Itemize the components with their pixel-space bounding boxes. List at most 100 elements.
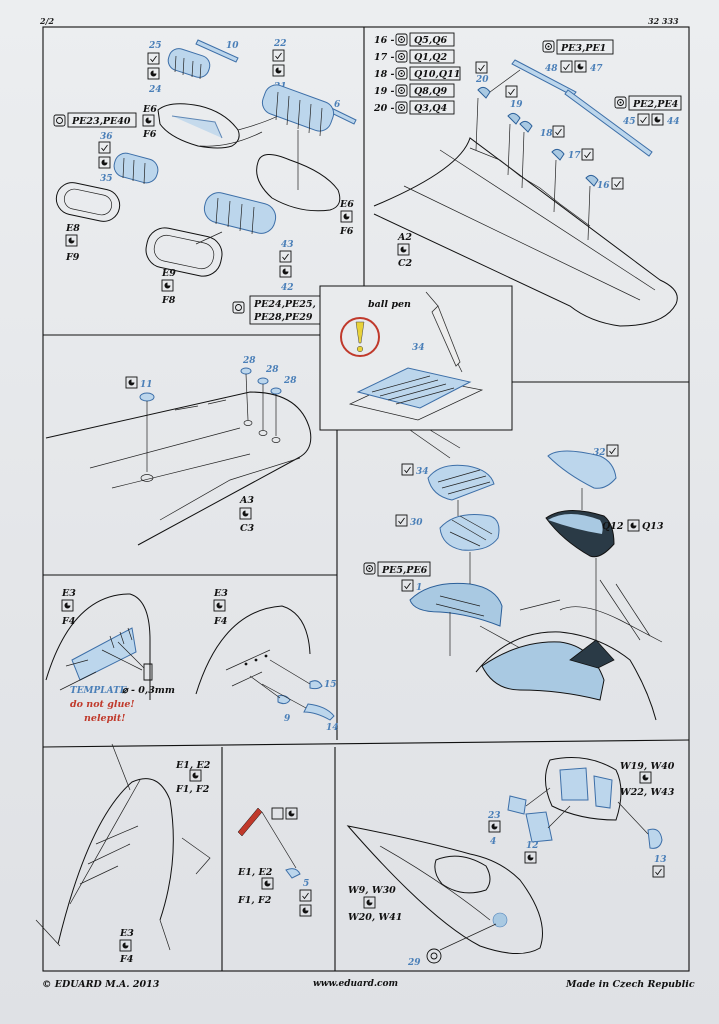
pe-panel-1 bbox=[409, 582, 503, 627]
sheet-frame bbox=[42, 26, 690, 972]
part-28-c: 28 bbox=[283, 376, 297, 386]
label-w19-w40: W19, W40 bbox=[620, 761, 675, 772]
ref-pe5-pe6: PE5,PE6 bbox=[381, 565, 428, 576]
pe-panel-32 bbox=[547, 450, 617, 489]
part-12: 12 bbox=[526, 841, 539, 851]
pe-part-14 bbox=[303, 703, 335, 721]
pe-part-9 bbox=[277, 695, 291, 705]
step-16: 16 - bbox=[374, 35, 395, 46]
part-10: 10 bbox=[226, 41, 239, 51]
part-24: 24 bbox=[148, 85, 162, 95]
label-a3: A3 bbox=[239, 495, 254, 506]
part-30: 30 bbox=[410, 518, 423, 528]
part-9: 9 bbox=[284, 714, 291, 724]
pe-strip-45 bbox=[564, 89, 653, 157]
label-e3-a: E3 bbox=[61, 588, 76, 599]
part-18: 18 bbox=[540, 129, 553, 139]
pe-grille-43 bbox=[203, 192, 277, 234]
drill-size-label: ⌀ - 0,3mm bbox=[122, 685, 175, 696]
part-42: 42 bbox=[281, 283, 294, 293]
label-e9: E9 bbox=[161, 268, 176, 279]
part-48: 48 bbox=[545, 64, 558, 74]
label-f1-f2-a: F1, F2 bbox=[175, 784, 210, 795]
ref-pe24-pe25: PE24,PE25, bbox=[253, 299, 316, 310]
ref-q10-q11: Q10,Q11 bbox=[414, 69, 460, 80]
wingtip-outline bbox=[346, 825, 543, 954]
section-intakes: 25 24 10 E6 F6 22 21 6 E6 F6 PE23,PE40 3… bbox=[53, 39, 357, 325]
label-q12: Q12 bbox=[602, 521, 624, 532]
label-e6-b: E6 bbox=[339, 199, 354, 210]
part-35: 35 bbox=[100, 174, 113, 184]
section-fin: E1, E2 F1, F2 E3 F4 E1, E2 F1, F2 5 bbox=[35, 743, 312, 965]
label-w22-w43: W22, W43 bbox=[620, 787, 675, 798]
label-f4-fin: F4 bbox=[119, 954, 133, 965]
pe-strip-48 bbox=[511, 59, 577, 97]
pe-grille-22 bbox=[261, 84, 335, 132]
section-template: E3 F4 TEMPLATE do not glue! nelepit! ⌀ -… bbox=[45, 588, 339, 733]
pe-panel-30 bbox=[439, 514, 500, 551]
intake-ring-e9 bbox=[145, 227, 223, 277]
step-20: 20 - bbox=[373, 103, 395, 114]
ref-q8-q9: Q8,Q9 bbox=[414, 86, 447, 97]
pe-disc-11 bbox=[139, 392, 155, 402]
pe-lens-23 bbox=[507, 795, 527, 815]
part-47: 47 bbox=[590, 64, 603, 74]
kit-number: 32 333 bbox=[648, 16, 679, 26]
label-e8: E8 bbox=[65, 223, 80, 234]
wing-leading-edge bbox=[373, 137, 678, 327]
part-28-b: 28 bbox=[265, 365, 279, 375]
fin-outline-b bbox=[195, 605, 311, 695]
pe-lens-13 bbox=[647, 828, 663, 849]
part-34: 34 bbox=[416, 467, 429, 477]
pe-bracket-18 bbox=[519, 120, 533, 133]
pe-ref-box-1 bbox=[67, 112, 137, 128]
pe-lens-12 bbox=[525, 811, 553, 843]
label-e1-e2-a: E1, E2 bbox=[175, 760, 211, 771]
part-1: 1 bbox=[416, 583, 422, 593]
label-c2: C2 bbox=[398, 258, 413, 269]
pe-part-15 bbox=[309, 680, 323, 690]
pe-bracket-16 bbox=[585, 174, 599, 187]
wingtip-light-housing bbox=[545, 757, 622, 821]
section-wing-upper: 11 28 28 28 A3 C3 bbox=[45, 356, 312, 546]
pe-template bbox=[71, 627, 137, 681]
intake-e6-f6 bbox=[157, 103, 240, 149]
pe-bracket-17 bbox=[551, 148, 565, 161]
nelepit-label: nelepit! bbox=[84, 713, 125, 724]
origin-label: Made in Czech Republic bbox=[566, 979, 695, 990]
label-q13: Q13 bbox=[642, 521, 664, 532]
label-w9-w30: W9, W30 bbox=[348, 885, 396, 896]
label-e3-b: E3 bbox=[213, 588, 228, 599]
label-f8: F8 bbox=[161, 295, 176, 306]
pe-grille-36 bbox=[113, 152, 159, 184]
fin-outline-a bbox=[45, 593, 151, 700]
label-a2: A2 bbox=[397, 232, 412, 243]
label-e1-e2-b: E1, E2 bbox=[237, 867, 273, 878]
label-w20-w41: W20, W41 bbox=[348, 912, 402, 923]
ref-pe3-pe1: PE3,PE1 bbox=[560, 43, 606, 54]
step-17: 17 - bbox=[374, 52, 395, 63]
ref-q5-q6: Q5,Q6 bbox=[414, 35, 447, 46]
template-label: TEMPLATE bbox=[70, 686, 127, 696]
pe-strip-10 bbox=[195, 39, 239, 63]
label-f1-f2-b: F1, F2 bbox=[237, 895, 272, 906]
part-45: 45 bbox=[623, 117, 636, 127]
tool-label: ball pen bbox=[368, 299, 411, 310]
part-20: 20 bbox=[475, 75, 489, 85]
ref-pe28-pe29: PE28,PE29 bbox=[253, 312, 313, 323]
label-f4-a: F4 bbox=[61, 616, 75, 627]
page-number: 2/2 bbox=[40, 16, 55, 26]
pe-bracket-19 bbox=[507, 112, 521, 125]
intake-e6-f6-b bbox=[256, 154, 341, 212]
part-6: 6 bbox=[334, 100, 341, 110]
part-13: 13 bbox=[654, 855, 667, 865]
label-f4-b: F4 bbox=[213, 616, 227, 627]
part-44: 44 bbox=[667, 117, 680, 127]
label-f9: F9 bbox=[65, 252, 80, 263]
ref-q1-q2: Q1,Q2 bbox=[414, 52, 447, 63]
pe-bracket-20 bbox=[477, 86, 491, 99]
part-16: 16 bbox=[597, 181, 610, 191]
wing-upper-outline bbox=[45, 391, 312, 546]
